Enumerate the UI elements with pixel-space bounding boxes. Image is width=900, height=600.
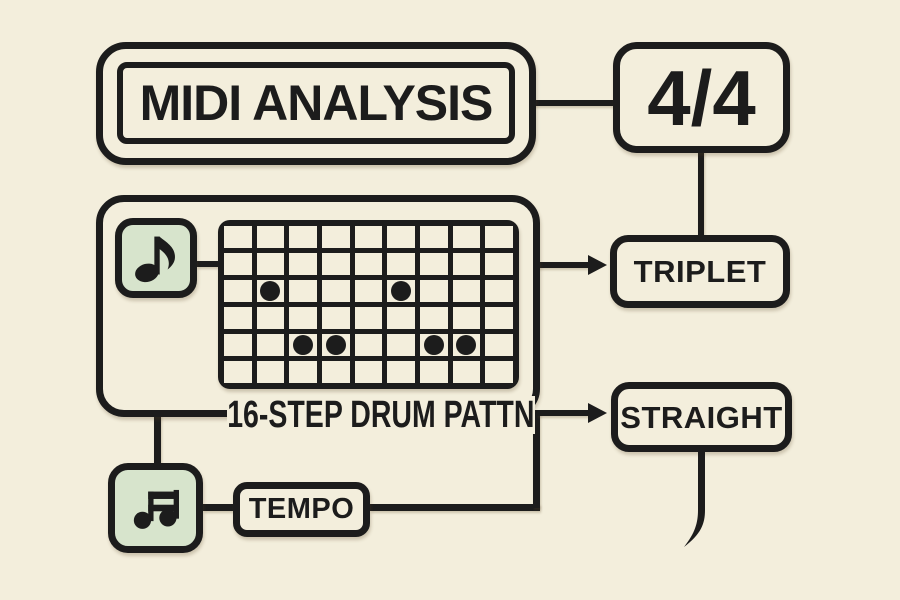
- arrowhead-triplet-icon: [588, 255, 607, 275]
- step-cell: [289, 226, 317, 248]
- step-cell: [452, 226, 481, 248]
- pattern-caption-patch: 16-STEP DRUM PATTN: [227, 396, 535, 434]
- step-cell: [452, 253, 481, 275]
- time-signature-box: 4/4: [613, 42, 790, 153]
- connector-time-signature-to-triplet: [698, 150, 704, 238]
- step-cell: [419, 280, 448, 302]
- step-cell: [224, 334, 252, 356]
- step-cell: [419, 253, 448, 275]
- step-cell: [289, 361, 317, 383]
- connector-title-to-time-signature: [533, 100, 613, 106]
- step-dot: [260, 281, 281, 301]
- step-cell: [224, 253, 252, 275]
- step-cell: [419, 361, 448, 383]
- step-cell: [419, 334, 448, 356]
- eighth-note-icon: [135, 236, 175, 283]
- step-cell: [387, 226, 415, 248]
- step-cell: [256, 253, 285, 275]
- step-cell: [354, 307, 383, 329]
- connector-note-to-grid: [197, 261, 218, 267]
- step-dot: [325, 335, 346, 355]
- note-icon-box: [115, 218, 197, 298]
- connector-tempo-to-junction: [370, 504, 540, 511]
- step-cell: [485, 334, 513, 356]
- step-cell: [354, 280, 383, 302]
- step-cell: [419, 307, 448, 329]
- straight-label: STRAIGHT: [620, 399, 783, 435]
- tempo-note-icon-box: [108, 463, 203, 553]
- step-cell: [289, 307, 317, 329]
- step-cell: [354, 334, 383, 356]
- step-cell: [289, 253, 317, 275]
- step-cell: [289, 334, 317, 356]
- straight-box: STRAIGHT: [611, 382, 792, 452]
- arrow-line-to-straight: [537, 410, 590, 416]
- step-cell: [485, 226, 513, 248]
- title-inner-box: MIDI ANALYSIS: [117, 62, 515, 144]
- step-cell: [387, 280, 415, 302]
- step-cell: [321, 307, 350, 329]
- title-box: MIDI ANALYSIS: [96, 42, 536, 165]
- step-cell: [485, 253, 513, 275]
- step-cell: [224, 361, 252, 383]
- step-cell: [485, 307, 513, 329]
- step-cell: [289, 280, 317, 302]
- step-cell: [485, 361, 513, 383]
- step-cell: [256, 280, 285, 302]
- connector-junction-vertical: [533, 410, 540, 508]
- step-dot: [391, 281, 412, 301]
- step-cell: [321, 226, 350, 248]
- arrow-line-to-triplet: [537, 262, 590, 268]
- step-grid: [218, 220, 519, 389]
- triplet-label: TRIPLET: [633, 254, 767, 289]
- time-signature-value: 4/4: [647, 53, 756, 142]
- step-dot: [293, 335, 314, 355]
- page-title: MIDI ANALYSIS: [139, 75, 494, 131]
- arrowhead-straight-icon: [588, 403, 607, 423]
- step-cell: [256, 226, 285, 248]
- step-cell: [452, 280, 481, 302]
- step-cell: [321, 334, 350, 356]
- step-dot: [423, 335, 444, 355]
- step-cell: [354, 253, 383, 275]
- tempo-box: TEMPO: [233, 482, 370, 537]
- step-cell: [387, 334, 415, 356]
- step-dot: [456, 335, 477, 355]
- step-cell: [256, 307, 285, 329]
- straight-tail-stroke: [684, 450, 705, 547]
- step-cell: [354, 226, 383, 248]
- step-cell: [387, 307, 415, 329]
- step-cell: [224, 307, 252, 329]
- step-cell: [256, 361, 285, 383]
- pattern-caption: 16-STEP DRUM PATTN: [227, 394, 535, 436]
- step-cell: [419, 226, 448, 248]
- beamed-notes-icon: [133, 489, 179, 529]
- step-cell: [256, 334, 285, 356]
- step-cell: [452, 361, 481, 383]
- step-cell: [485, 280, 513, 302]
- triplet-box: TRIPLET: [610, 235, 790, 308]
- step-cell: [387, 253, 415, 275]
- step-cell: [387, 361, 415, 383]
- step-cell: [321, 361, 350, 383]
- step-cell: [224, 226, 252, 248]
- step-cell: [452, 307, 481, 329]
- connector-panel-to-note: [154, 414, 161, 464]
- step-cell: [321, 253, 350, 275]
- step-cell: [452, 334, 481, 356]
- step-cell: [354, 361, 383, 383]
- tempo-label: TEMPO: [248, 493, 355, 525]
- connector-note-to-tempo: [203, 504, 233, 511]
- step-cell: [224, 280, 252, 302]
- step-cell: [321, 280, 350, 302]
